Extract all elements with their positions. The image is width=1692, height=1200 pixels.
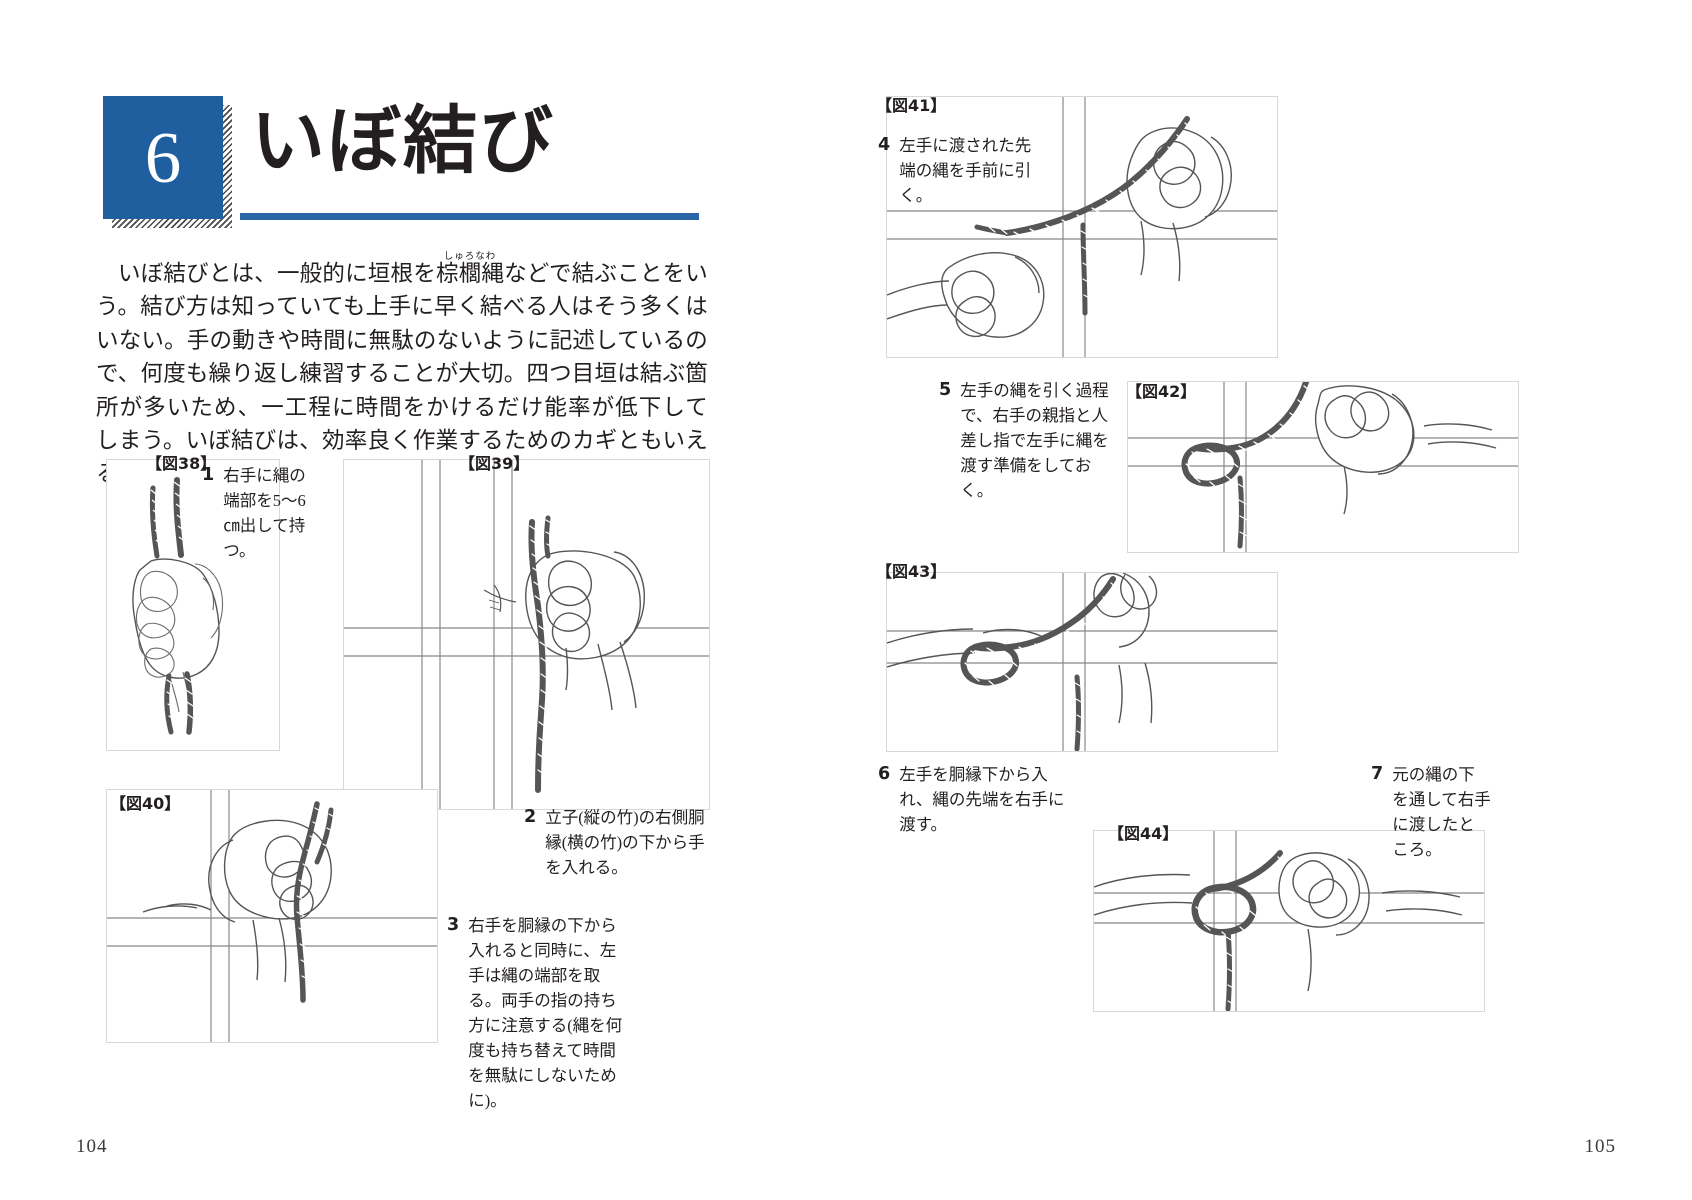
- figure-39-illustration: [344, 460, 709, 809]
- step-number-6: 6: [878, 764, 891, 784]
- figure-38-label: 【図38】: [146, 454, 217, 473]
- figure-44-label: 【図44】: [1108, 824, 1179, 843]
- caption-step-5: 5 左手の縄を引く過程で、右手の親指と人差し指で左手に縄を渡す準備をしておく。: [939, 378, 1121, 503]
- chapter-header: 6 いぼ結び: [103, 96, 703, 231]
- figure-44: [1093, 830, 1485, 1012]
- caption-step-6: 6 左手を胴縁下から入れ、縄の先端を右手に渡す。: [878, 762, 1068, 837]
- caption-step-7: 7 元の縄の下を通して右手に渡したところ。: [1371, 762, 1491, 862]
- figure-42: [1127, 381, 1519, 553]
- step-text-4: 左手に渡された先端の縄を手前に引く。: [899, 136, 1032, 205]
- page-number-105: 105: [1584, 1136, 1616, 1157]
- caption-step-3: 3 右手を胴縁の下から入れると同時に、左手は縄の端部を取る。両手の指の持ち方に注…: [447, 913, 629, 1113]
- caption-step-4: 4 左手に渡された先端の縄を手前に引く。: [878, 133, 1038, 208]
- ruby-base: 棕櫚縄: [435, 261, 505, 286]
- step-text-3: 右手を胴縁の下から入れると同時に、左手は縄の端部を取る。両手の指の持ち方に注意す…: [468, 916, 623, 1110]
- step-text-1: 右手に縄の端部を5〜6㎝出して持つ。: [223, 466, 306, 560]
- body-line-rest: などで結ぶことをいう。結び方は知っていても上手に早く結べる人はそう多くはいない。…: [96, 261, 709, 486]
- step-number-2: 2: [524, 807, 537, 827]
- figure-40: [106, 789, 438, 1043]
- step-text-2: 立子(縦の竹)の右側胴縁(横の竹)の下から手を入れる。: [545, 808, 705, 877]
- right-page: 【図41】 4 左手に渡された先端の縄を手前に引く。: [846, 0, 1692, 1200]
- figure-43-label: 【図43】: [876, 562, 947, 581]
- figure-42-label: 【図42】: [1126, 382, 1197, 401]
- figure-42-illustration: [1128, 382, 1518, 552]
- step-number-3: 3: [447, 915, 460, 935]
- figure-44-illustration: [1094, 831, 1484, 1011]
- page-title: いぼ結び: [251, 98, 555, 184]
- page-number-104: 104: [76, 1136, 108, 1157]
- ruby-shuronawa: 棕櫚縄しゅろなわ: [435, 252, 505, 286]
- caption-step-1: 1 右手に縄の端部を5〜6㎝出して持つ。: [202, 463, 318, 563]
- step-number-5: 5: [939, 380, 952, 400]
- figure-41-label: 【図41】: [876, 96, 947, 115]
- step-number-4: 4: [878, 135, 891, 155]
- figure-38-illustration: [107, 460, 279, 750]
- figure-38: [106, 459, 280, 751]
- step-text-6: 左手を胴縁下から入れ、縄の先端を右手に渡す。: [899, 765, 1065, 834]
- figure-39: [343, 459, 710, 810]
- figure-40-label: 【図40】: [110, 794, 181, 813]
- step-text-7: 元の縄の下を通して右手に渡したところ。: [1392, 765, 1491, 859]
- body-paragraph: いぼ結びとは、一般的に垣根を棕櫚縄しゅろなわなどで結ぶことをいう。結び方は知って…: [96, 252, 708, 491]
- ruby-reading: しゅろなわ: [435, 252, 505, 262]
- step-number-1: 1: [202, 465, 215, 485]
- figure-39-label: 【図39】: [459, 454, 530, 473]
- caption-step-2: 2 立子(縦の竹)の右側胴縁(横の竹)の下から手を入れる。: [524, 805, 706, 880]
- figure-41: [886, 96, 1278, 358]
- figure-40-illustration: [107, 790, 437, 1042]
- figure-43-illustration: [887, 573, 1277, 751]
- figure-43: [886, 572, 1278, 752]
- chapter-number-badge: 6: [103, 96, 223, 219]
- title-underline: [240, 213, 699, 220]
- chapter-number: 6: [144, 117, 182, 198]
- body-line-1a: いぼ結びとは、一般的に垣根を: [118, 261, 436, 286]
- step-text-5: 左手の縄を引く過程で、右手の親指と人差し指で左手に縄を渡す準備をしておく。: [960, 381, 1109, 500]
- left-page: 6 いぼ結び いぼ結びとは、一般的に垣根を棕櫚縄しゅろなわなどで結ぶことをいう。…: [76, 96, 710, 1157]
- figure-41-illustration: [887, 97, 1277, 357]
- step-number-7: 7: [1371, 764, 1384, 784]
